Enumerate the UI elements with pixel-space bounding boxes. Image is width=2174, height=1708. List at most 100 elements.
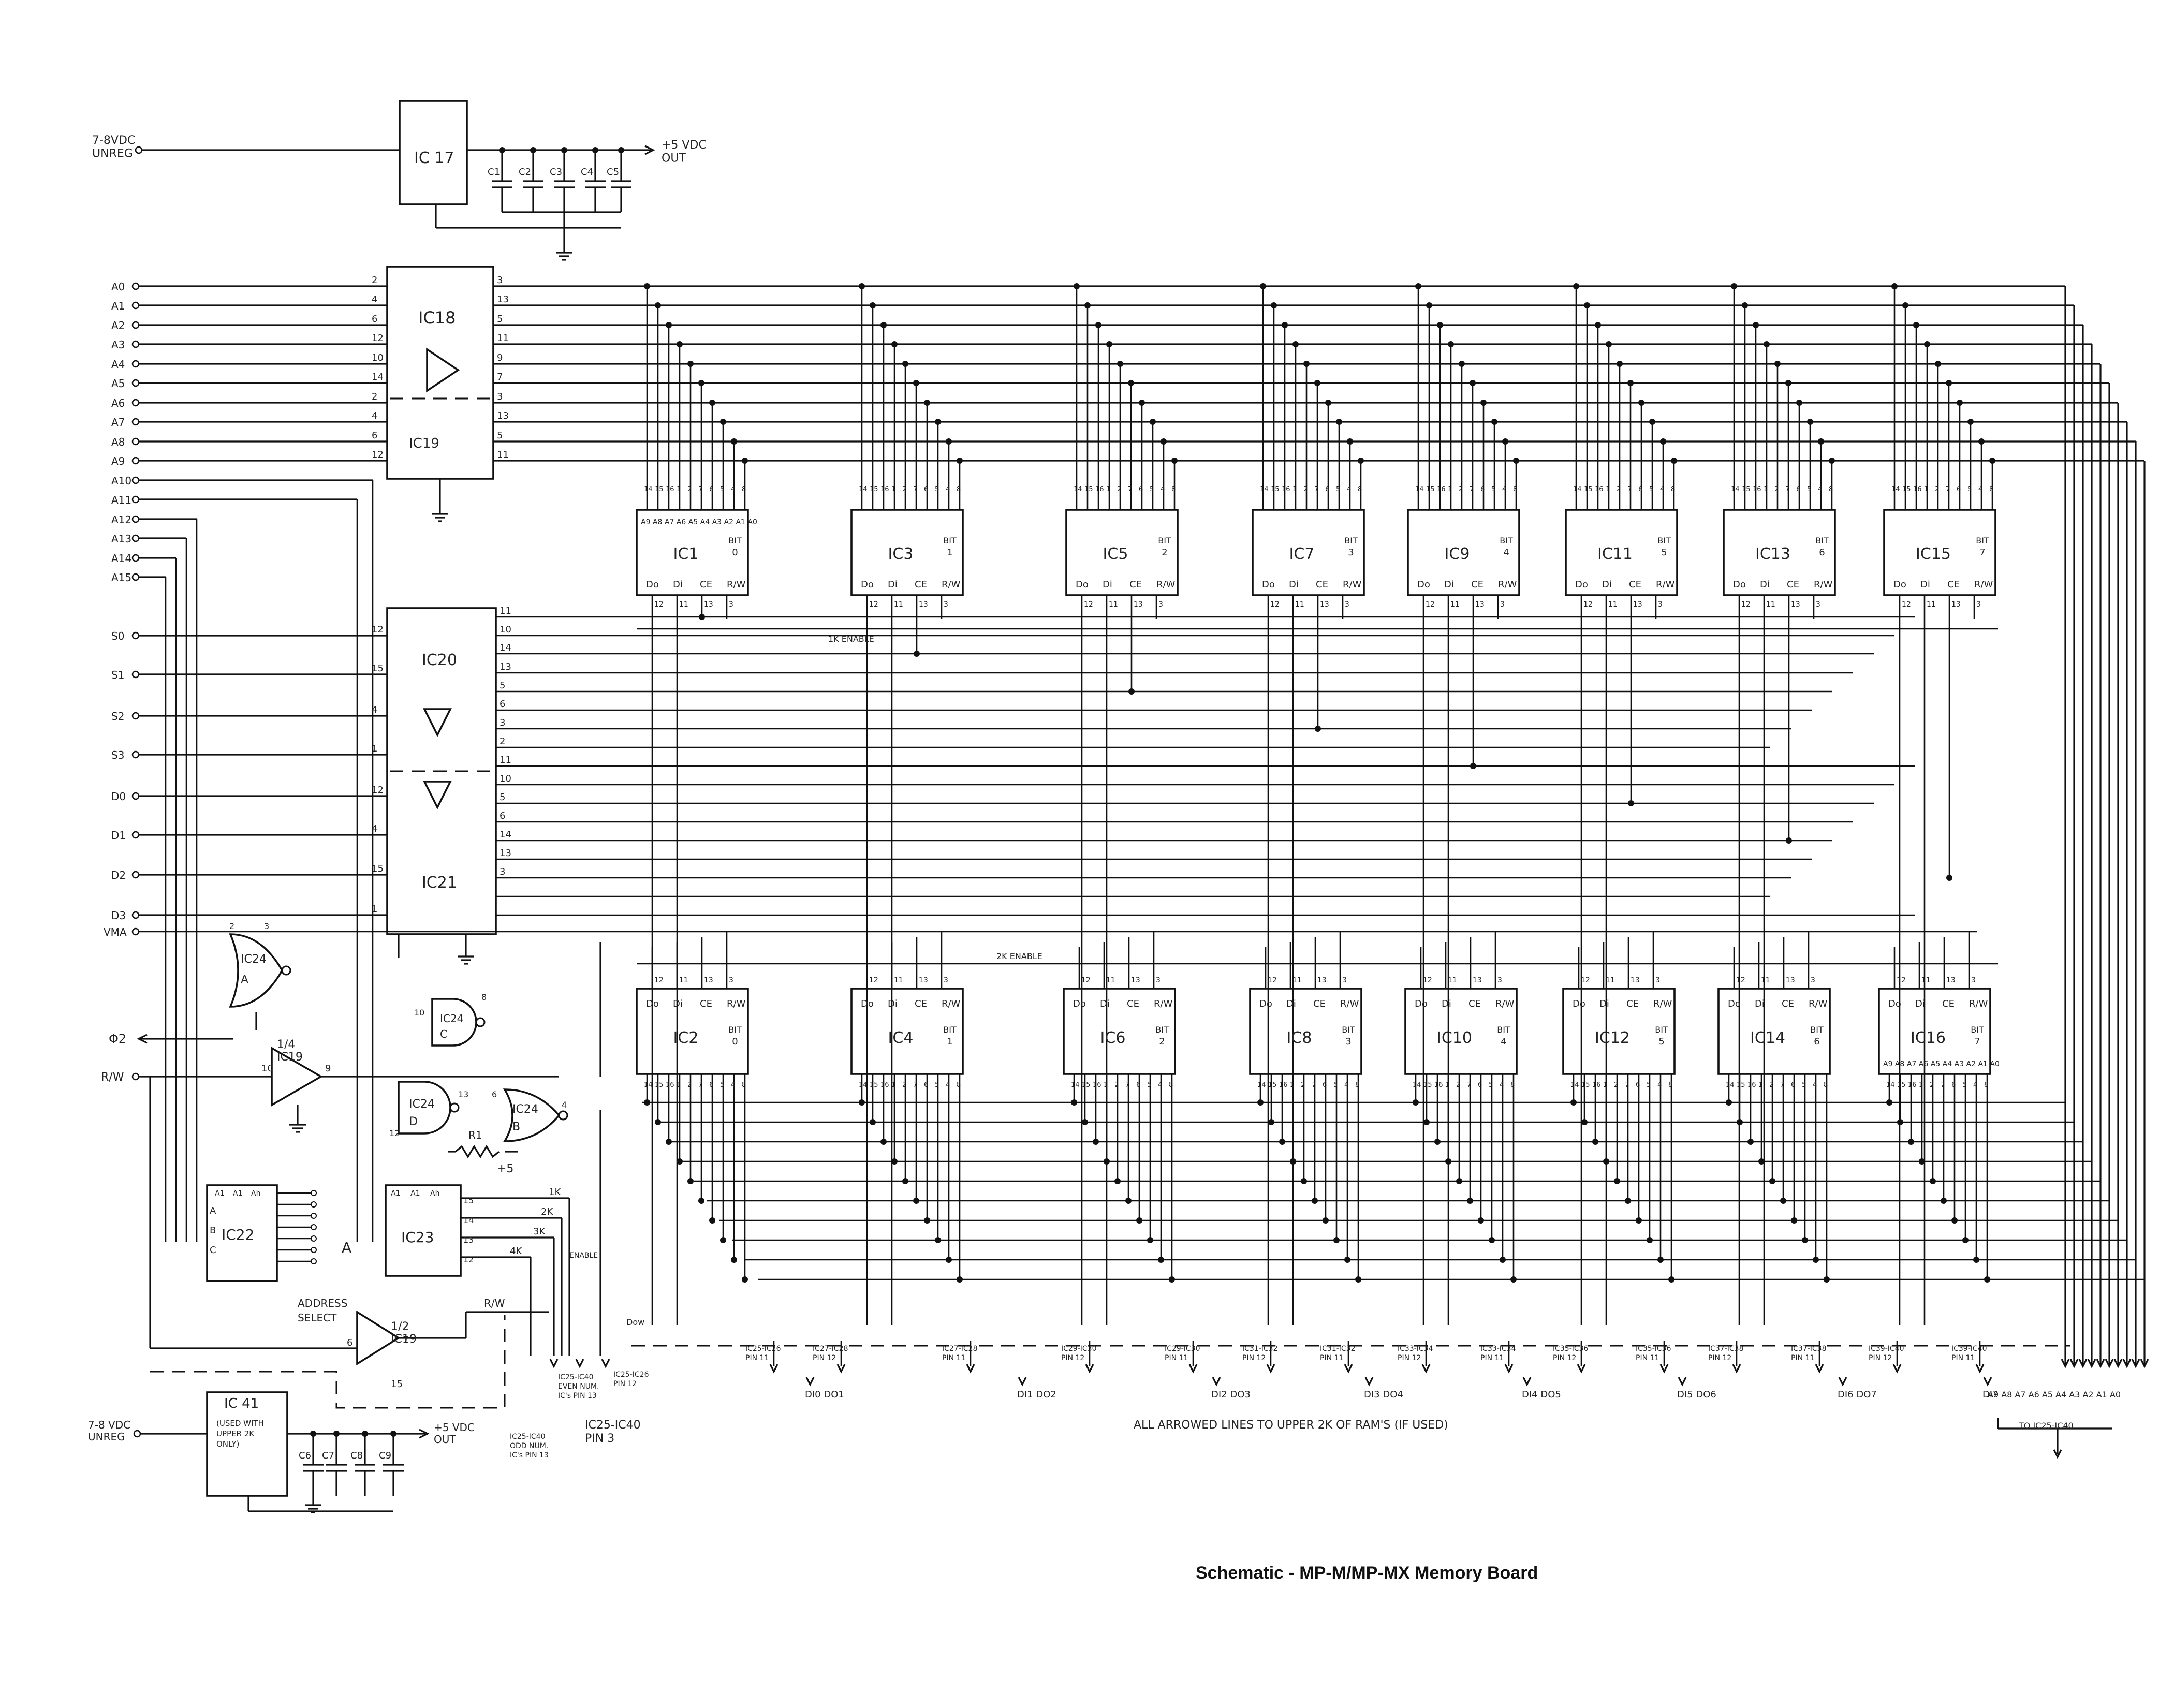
pin-number: 7 (1314, 485, 1318, 493)
pin-number: 5 (935, 1081, 939, 1089)
inversion-bubble (558, 1110, 568, 1121)
pin-number: 7 (1312, 1081, 1316, 1089)
pin-number: 16 (880, 485, 889, 493)
ram-bit-label: BIT (1158, 536, 1171, 546)
junction-dot (1117, 361, 1123, 367)
pin-number: 15 (1423, 1081, 1432, 1089)
pin-number: 3 (1156, 976, 1161, 984)
input-terminal (131, 631, 140, 640)
pin-number: 8 (957, 485, 961, 493)
pin-number: 11 (1448, 976, 1457, 984)
junction-dot (1480, 400, 1487, 406)
vma-label: VMA (104, 926, 127, 938)
pin-number: 11 (497, 333, 509, 344)
ram-bottom-ic16 (1878, 988, 1991, 1075)
pin-number: 13 (1317, 976, 1327, 984)
pin-number: 2 (1303, 485, 1308, 493)
ram-name: IC12 (1595, 1029, 1630, 1047)
junction-dot (1786, 837, 1792, 844)
select-input-label: S0 (111, 630, 124, 642)
pin-number: 13 (1951, 600, 1961, 609)
dow-label: Dow (626, 1317, 644, 1327)
junction-dot (1935, 361, 1941, 367)
ram-bit-number: 6 (1819, 547, 1825, 558)
address-input-label: A9 (111, 455, 125, 467)
bus-note: PIN 11 (1480, 1354, 1504, 1362)
select-input-label: D0 (111, 790, 126, 803)
junction-dot (1260, 283, 1266, 289)
arrow-head (1504, 1364, 1514, 1374)
pin-number: 5 (500, 680, 505, 691)
ram-bit-number: 3 (1345, 1036, 1351, 1047)
pin-number: 8 (1829, 485, 1833, 493)
input-terminal (131, 712, 140, 720)
pin-number: 4 (1660, 485, 1664, 493)
pin-number: 12 (463, 1255, 474, 1264)
pin-number: 10 (414, 1008, 424, 1018)
pin-number: 7 (1467, 1081, 1471, 1089)
junction-dot (687, 1178, 694, 1184)
junction-dot (1095, 322, 1101, 328)
pin-number: 8 (1169, 1081, 1173, 1089)
address-select-label: SELECT (298, 1312, 337, 1324)
ram-control-label: Di (1602, 579, 1612, 590)
pin-number: 2 (372, 275, 377, 286)
buffer-triangle-ic21 (423, 781, 452, 810)
bus-note: IC27-IC28 (813, 1345, 848, 1353)
ram-control-label: Do (1076, 579, 1089, 590)
ram-control-label: R/W (1653, 998, 1672, 1009)
bus-note: PIN 12 (1061, 1354, 1084, 1362)
pin-number: 14 (1071, 1081, 1080, 1089)
bus-note: IC35-IC36 (1636, 1345, 1671, 1353)
pin-number: 10 (372, 352, 384, 363)
pin-number: 6 (1638, 485, 1642, 493)
select-input-label: D1 (111, 829, 126, 842)
ram-bit-number: 1 (947, 547, 952, 558)
input-terminal (131, 399, 140, 407)
arrow-head (2053, 1449, 2062, 1459)
arrow-head (601, 1359, 610, 1368)
ram-control-label: R/W (1154, 998, 1173, 1009)
junction-dot (1459, 361, 1465, 367)
address-input-label: A14 (111, 552, 131, 565)
ic17-label: IC 17 (414, 149, 454, 167)
pin-number: 1 (677, 1081, 681, 1089)
pin-number: 3 (1342, 976, 1347, 984)
ram-control-label: CE (1626, 998, 1639, 1009)
input-terminal (131, 515, 140, 523)
pin-number: 1 (1104, 1081, 1108, 1089)
arrow-head (1732, 1364, 1741, 1374)
one-k-enable-label: 1K ENABLE (828, 634, 874, 644)
pin-number: 15 (1082, 1081, 1091, 1089)
pin-number: 16 (666, 1081, 674, 1089)
pin-number: 14 (372, 372, 384, 382)
pin-number: 13 (1320, 600, 1329, 609)
pin-number: 6 (492, 1089, 497, 1099)
pin-number: 3 (264, 921, 269, 931)
pin-number: 5 (1491, 485, 1495, 493)
pin-number: 16 (1279, 1081, 1288, 1089)
input-terminal (131, 379, 140, 387)
rw-bottom-label: R/W (484, 1297, 505, 1309)
pin-number: 7 (1946, 485, 1950, 493)
pin-number: 4 (372, 823, 377, 834)
upper-2k-boundary (150, 1315, 506, 1409)
ram-bit-label: BIT (728, 536, 742, 546)
r1-label: R1 (468, 1129, 482, 1141)
pin-number: 16 (1913, 485, 1922, 493)
ic22-pin-label: A1 (215, 1189, 224, 1198)
pin-number: 9 (497, 352, 503, 363)
ram-control-label: Di (1755, 998, 1765, 1009)
junction-dot (655, 302, 661, 308)
junction-dot (902, 361, 908, 367)
junction-dot (1171, 458, 1178, 464)
junction-dot (1448, 341, 1454, 347)
junction-dot (1753, 322, 1759, 328)
ram-control-label: Di (1915, 998, 1925, 1009)
ram-name: IC3 (888, 545, 914, 563)
bus-note: PIN 12 (1242, 1354, 1266, 1362)
ram-bit-label: BIT (1344, 536, 1358, 546)
ram-top-ic3 (850, 509, 964, 596)
pin-number: 6 (1323, 1081, 1327, 1089)
